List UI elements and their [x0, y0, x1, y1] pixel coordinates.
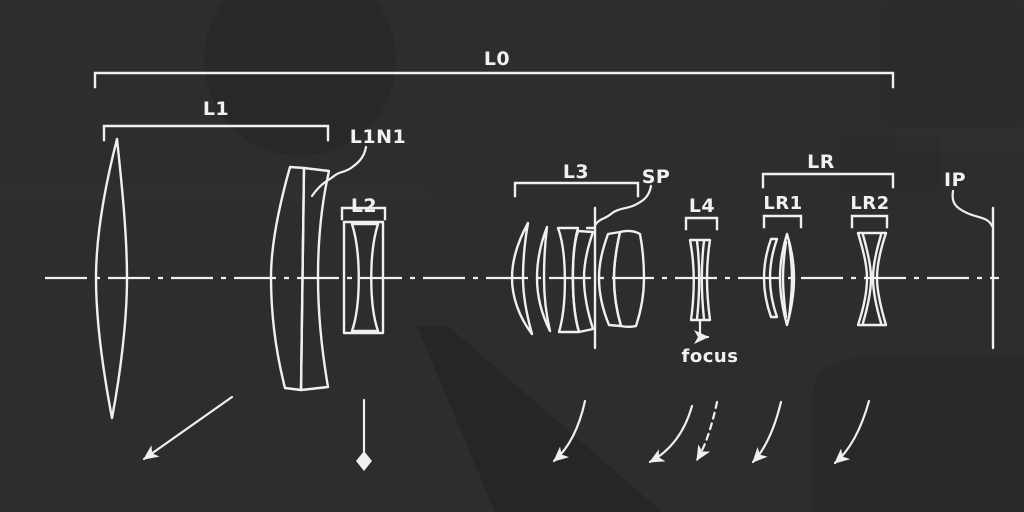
watermark-diagonal-stripe	[417, 326, 662, 512]
diamond-marker	[356, 451, 372, 471]
label-l2: L2	[351, 195, 377, 217]
lens-l1-rear-doublet-right	[299, 166, 331, 392]
focus-arrow	[694, 319, 710, 344]
lens-l4-outer	[688, 238, 712, 322]
lens-lr2-outer	[856, 231, 888, 327]
lens-l3-doublet-rear	[571, 229, 595, 334]
aperture-stop-line	[585, 206, 597, 350]
bracket-lr	[761, 172, 895, 189]
bracket-l4	[684, 216, 719, 231]
watermark-bottom-right-shape	[812, 358, 1024, 512]
bracket-l3	[513, 181, 640, 198]
lens-l1-front-element	[94, 137, 129, 420]
label-l4: L4	[689, 195, 715, 217]
lens-lr1-element-2-inner	[781, 240, 794, 319]
lens-lr2-inner-lines	[861, 233, 883, 325]
lens-l2-inner	[350, 222, 380, 333]
lens-l4-inner-lines	[695, 239, 706, 321]
label-l3: L3	[563, 161, 589, 183]
label-lr1: LR1	[763, 193, 802, 214]
leader-l1n1	[310, 145, 368, 198]
lens-lr1-element-2	[778, 232, 796, 327]
arrow-l3-motion	[552, 399, 587, 463]
label-ip: IP	[944, 169, 966, 191]
label-l0: L0	[484, 48, 510, 70]
label-lr: LR	[807, 151, 835, 173]
label-sp: SP	[642, 166, 671, 188]
label-l1: L1	[203, 98, 229, 120]
arrow-l1-motion	[142, 395, 234, 461]
watermark-band-left	[0, 186, 430, 202]
arrow-lr2-motion	[833, 399, 871, 465]
watermark-left-edge	[0, 262, 26, 487]
watermark-circle	[204, 0, 396, 156]
arrow-lr1-motion	[751, 400, 783, 464]
label-l1n1: L1N1	[350, 126, 406, 148]
label-focus: focus	[682, 346, 739, 367]
lens-l3-meniscus-1	[510, 221, 534, 336]
watermark-patch	[840, 135, 940, 190]
lens-l3-meniscus-2	[535, 225, 552, 333]
lens-lr1-element-1	[762, 237, 779, 319]
watermark-top-right-shape	[880, 0, 1024, 126]
arrow-l4-motion-dashed	[695, 400, 719, 462]
leader-ip	[951, 189, 994, 228]
label-lr2: LR2	[850, 193, 889, 214]
bracket-l1	[102, 124, 330, 142]
bracket-l0	[93, 71, 895, 89]
lens-l2-outer	[342, 220, 385, 335]
bracket-lr1	[762, 214, 803, 229]
leader-sp	[594, 184, 653, 226]
bracket-lr2	[850, 214, 889, 229]
lens-l1-rear-doublet-left	[269, 165, 306, 392]
watermark-band-right	[898, 128, 1024, 152]
arrow-l4-motion	[648, 404, 694, 464]
bracket-l2	[340, 206, 387, 221]
lens-l3-biconvex-right	[612, 229, 646, 328]
